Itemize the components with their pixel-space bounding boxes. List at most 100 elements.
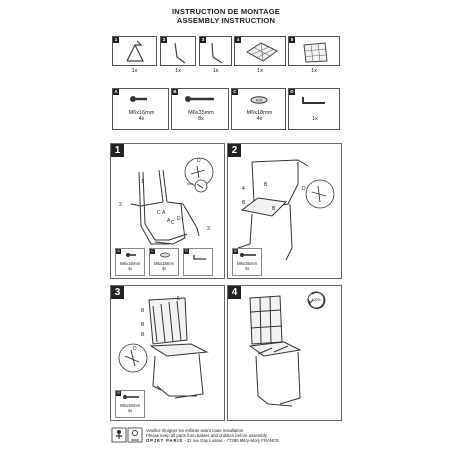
hardware-size: M6x18mm bbox=[246, 110, 273, 116]
part-size: M6x35mm bbox=[236, 261, 258, 266]
child-safety-icon bbox=[111, 427, 143, 443]
part-qty: 1x bbox=[175, 68, 181, 74]
part-qty: 1x bbox=[257, 68, 263, 74]
part-4: 4 bbox=[234, 36, 286, 66]
step-1-part-a: A M6x16mm 4x bbox=[115, 248, 145, 276]
part-tag: 4 bbox=[235, 37, 241, 43]
part-tag: C bbox=[150, 249, 155, 254]
step-label: B bbox=[141, 322, 145, 328]
hardware-qty: 4x bbox=[138, 116, 145, 122]
completion-badge: 100% bbox=[311, 298, 321, 302]
part-size: M6x35mm bbox=[119, 403, 141, 408]
step-label: B bbox=[242, 200, 246, 206]
hardware-tag: A bbox=[113, 89, 119, 95]
step-label: A bbox=[167, 218, 171, 224]
step-3-chair-diagram bbox=[118, 297, 209, 399]
left-leg-bar-icon bbox=[174, 42, 186, 64]
step-label: 5 bbox=[177, 296, 180, 302]
step-number: 1 bbox=[111, 144, 124, 157]
hardware-d: D 1x bbox=[288, 88, 340, 130]
washer-icon bbox=[160, 252, 170, 258]
step-1-panel: 1 1 2 3 C A C A D D A M6x16mm 4x C bbox=[110, 143, 225, 279]
step-2-chair-diagram bbox=[237, 159, 335, 261]
part-qty: 4x bbox=[161, 266, 167, 271]
part-qty: 4x bbox=[127, 408, 133, 413]
part-tag: 2 bbox=[161, 37, 167, 43]
seat-cushion-icon bbox=[246, 42, 278, 62]
short-bolt-icon bbox=[130, 96, 147, 102]
long-bolt-icon bbox=[240, 253, 256, 257]
chair-frame-icon bbox=[126, 40, 144, 62]
step-label: 2 bbox=[119, 202, 122, 208]
step-1-part-c: C M6x18mm 4x bbox=[149, 248, 179, 276]
part-tag: 1 bbox=[113, 37, 119, 43]
part-qty: 1x bbox=[311, 68, 317, 74]
backrest-cushion-icon bbox=[303, 42, 328, 63]
step-2-part-b: B M6x35mm 4x bbox=[232, 248, 262, 276]
step-label: 3 bbox=[207, 226, 210, 232]
footer-warning-fr: Veuillez éloigner les enfants avant tout… bbox=[146, 428, 244, 433]
step-label: D bbox=[177, 216, 181, 222]
title-en: ASSEMBLY INSTRUCTION bbox=[176, 16, 276, 25]
part-tag: 3 bbox=[200, 37, 206, 43]
step-4-chair-diagram bbox=[248, 291, 326, 407]
step-1-chair-diagram bbox=[130, 157, 214, 245]
part-size: M6x18mm bbox=[153, 261, 175, 266]
footer-company: OPJET PARIS - 31 rue Gay Lussac - 77290 … bbox=[146, 438, 279, 443]
step-number: 3 bbox=[111, 286, 124, 299]
allen-key-icon bbox=[193, 255, 206, 260]
hardware-size: M6x35mm bbox=[188, 110, 214, 116]
hardware-tag: C bbox=[232, 89, 238, 95]
step-label: B bbox=[141, 308, 145, 314]
long-bolt-icon bbox=[123, 395, 139, 399]
part-3: 3 bbox=[199, 36, 232, 66]
step-number: 2 bbox=[228, 144, 241, 157]
part-2: 2 bbox=[160, 36, 196, 66]
short-bolt-icon bbox=[126, 253, 136, 257]
step-label: D bbox=[197, 158, 201, 164]
hardware-qty: 4x bbox=[256, 116, 263, 122]
part-qty: 1x bbox=[212, 68, 219, 74]
step-label: C bbox=[171, 220, 175, 226]
part-tag: B bbox=[116, 391, 121, 396]
title-fr: INSTRUCTION DE MONTAGE bbox=[171, 7, 280, 16]
step-label: 1 bbox=[141, 179, 144, 185]
step-label: D bbox=[133, 346, 137, 352]
part-tag: D bbox=[184, 249, 189, 254]
part-qty: 4x bbox=[127, 266, 133, 271]
right-leg-bar-icon bbox=[211, 42, 223, 64]
hardware-b: B M6x35mm 8x bbox=[171, 88, 229, 130]
step-1-part-d: D bbox=[183, 248, 213, 276]
step-label: B bbox=[264, 182, 268, 188]
allen-key-icon bbox=[302, 97, 325, 104]
hardware-tag: D bbox=[289, 89, 295, 95]
part-tag: 5 bbox=[289, 37, 295, 43]
step-label: C bbox=[157, 210, 161, 216]
part-qty: 1x bbox=[131, 68, 138, 74]
company-address: - 31 rue Gay Lussac - 77290 Mitry-Mory F… bbox=[182, 438, 279, 443]
hardware-qty: 8x bbox=[198, 116, 204, 122]
step-2-panel: 2 4 B B B D B M6x35mm 4x bbox=[227, 143, 342, 279]
washer-icon bbox=[250, 96, 268, 104]
hardware-tag: B bbox=[172, 89, 178, 95]
step-4-panel: 4 100% bbox=[227, 285, 342, 421]
part-qty: 4x bbox=[244, 266, 250, 271]
part-1: 1 bbox=[112, 36, 157, 66]
step-3-part-b: B M6x35mm 4x bbox=[115, 390, 145, 418]
brand-name: OPJET PARIS bbox=[146, 438, 183, 443]
step-label: 4 bbox=[242, 186, 245, 192]
hardware-a: A M6x16mm 4x bbox=[112, 88, 169, 130]
hardware-size: M6x16mm bbox=[128, 110, 155, 116]
step-3-panel: 3 5 B B B D B M6x35mm 4x bbox=[110, 285, 225, 421]
hardware-qty: 1x bbox=[312, 116, 318, 122]
part-tag: A bbox=[116, 249, 121, 254]
part-size: M6x16mm bbox=[119, 261, 141, 266]
step-number: 4 bbox=[228, 286, 241, 299]
footer-warning-en: Please keep all parts from babies and ch… bbox=[146, 433, 267, 438]
step-label: B bbox=[272, 206, 276, 212]
part-tag: B bbox=[233, 249, 238, 254]
long-bolt-icon bbox=[185, 96, 214, 102]
step-label: B bbox=[141, 332, 145, 338]
part-5: 5 bbox=[288, 36, 340, 66]
step-label: A bbox=[162, 210, 166, 216]
